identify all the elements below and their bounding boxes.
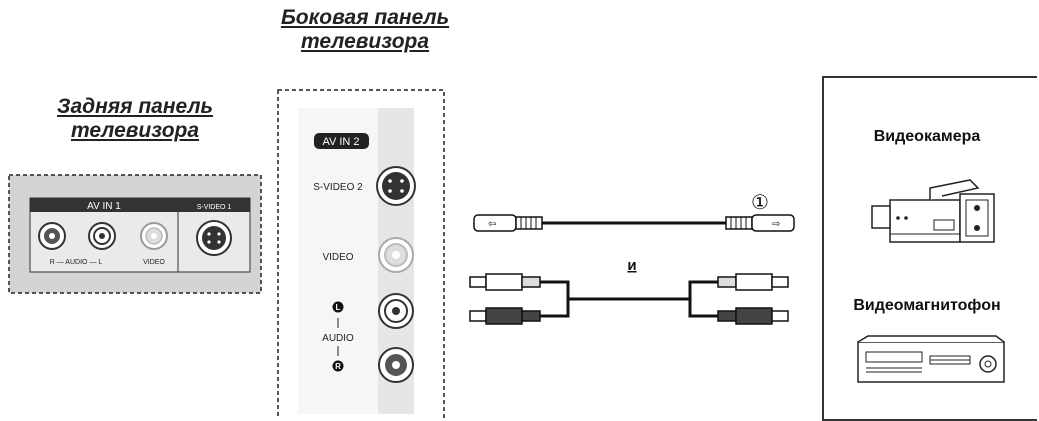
side-right-marker: R	[332, 360, 344, 372]
rear-av-in-label: AV IN 1	[87, 201, 121, 212]
step-marker: ①	[751, 192, 769, 214]
rear-audio-label: R — AUDIO — L	[50, 259, 103, 266]
rear-svideo-label: S-VIDEO 1	[197, 204, 232, 211]
svg-text:⇦: ⇦	[488, 219, 496, 230]
side-video-label: VIDEO	[322, 252, 353, 263]
rear-panel-title-line1: Задняя панель	[56, 95, 214, 118]
side-svideo-label: S-VIDEO 2	[313, 182, 363, 193]
svideo-cable: ⇦ ⇨	[473, 214, 795, 232]
vcr-icon	[857, 335, 1005, 383]
rear-video-jack	[140, 222, 168, 250]
side-av-in-label: AV IN 2	[322, 136, 359, 148]
rear-audio-right-jack	[38, 222, 66, 250]
side-audio-label: AUDIO	[322, 333, 354, 344]
and-label: и	[627, 257, 636, 274]
camcorder-label: Видеокамера	[873, 128, 981, 145]
rear-video-label: VIDEO	[143, 259, 165, 266]
side-audio-right-jack	[378, 347, 414, 383]
side-panel-title-line2: телевизора	[300, 30, 430, 53]
side-panel: AV IN 2 S-VIDEO 2 VIDEO L AUDIO R	[277, 89, 445, 419]
rear-svideo-jack	[196, 220, 232, 256]
rear-panel: AV IN 1 S-VIDEO 1 R — AUDIO — L VIDEO	[8, 174, 262, 294]
side-left-marker: L	[332, 301, 344, 313]
side-audio-left-jack	[378, 293, 414, 329]
side-panel-title-line1: Боковая панель	[280, 6, 450, 29]
side-svideo-jack	[376, 166, 416, 206]
side-left-marker-text: L	[336, 303, 341, 312]
side-video-jack	[378, 237, 414, 273]
camcorder-icon	[871, 179, 995, 243]
rear-audio-left-jack	[88, 222, 116, 250]
vcr-label: Видеомагнитофон	[853, 297, 1001, 314]
cables: ① ⇦ ⇨ и	[469, 192, 795, 325]
audio-cable	[469, 273, 789, 325]
side-right-marker-text: R	[335, 362, 341, 371]
svg-text:⇨: ⇨	[772, 219, 780, 230]
side-panel-title: Боковая панель телевизора	[250, 6, 480, 54]
rear-panel-title: Задняя панель телевизора	[20, 95, 250, 143]
rear-panel-title-line2: телевизора	[70, 119, 200, 142]
